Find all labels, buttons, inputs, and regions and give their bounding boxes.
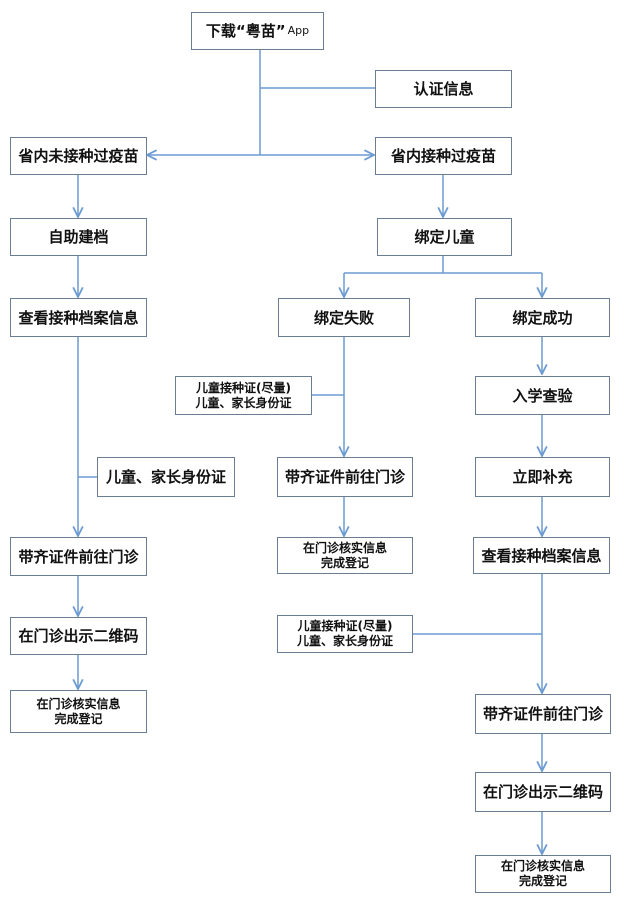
node-line1: 在门诊核实信息 <box>500 859 585 873</box>
node-line1: 儿童接种证(尽量) <box>297 619 393 633</box>
node-view-records-right: 查看接种档案信息 <box>473 537 610 574</box>
node-docs-right: 儿童接种证(尽量) 儿童、家长身份证 <box>277 615 413 653</box>
node-line2: 完成登记 <box>518 874 567 888</box>
node-line2: 完成登记 <box>54 711 103 726</box>
node-view-records-left: 查看接种档案信息 <box>10 298 147 337</box>
node-line2: 完成登记 <box>320 555 369 570</box>
node-line1: 儿童接种证(尽量) <box>196 380 291 395</box>
node-bind-success: 绑定成功 <box>475 298 610 337</box>
node-go-clinic-left: 带齐证件前往门诊 <box>10 537 147 576</box>
node-verify-left: 在门诊核实信息 完成登记 <box>10 690 147 733</box>
node-qr-right: 在门诊出示二维码 <box>475 772 611 812</box>
node-school-check: 入学查验 <box>475 376 610 415</box>
node-go-clinic-right: 带齐证件前往门诊 <box>475 694 611 734</box>
node-self-register: 自助建档 <box>10 218 147 256</box>
node-auth-info: 认证信息 <box>375 70 512 108</box>
node-line1: 在门诊核实信息 <box>302 540 387 555</box>
node-bind-failed: 绑定失败 <box>278 298 410 337</box>
node-label: 下载“粤苗” <box>205 22 286 40</box>
node-verify-mid: 在门诊核实信息 完成登记 <box>277 537 413 574</box>
node-bind-child: 绑定儿童 <box>377 218 512 256</box>
node-go-clinic-mid: 带齐证件前往门诊 <box>277 457 413 497</box>
node-qr-left: 在门诊出示二维码 <box>10 617 147 655</box>
node-download-app: 下载“粤苗”App <box>191 12 324 50</box>
node-docs-mid: 儿童接种证(尽量) 儿童、家长身份证 <box>175 376 312 415</box>
node-verify-right: 在门诊核实信息 完成登记 <box>475 855 611 893</box>
node-line2: 儿童、家长身份证 <box>195 395 292 410</box>
node-line2: 儿童、家长身份证 <box>296 634 393 648</box>
node-label-suffix: App <box>287 24 310 37</box>
node-not-vaccinated: 省内未接种过疫苗 <box>10 137 147 175</box>
node-line1: 在门诊核实信息 <box>36 696 121 711</box>
line-bind-split <box>344 256 542 274</box>
node-id-cards-left: 儿童、家长身份证 <box>97 457 235 497</box>
node-vaccinated: 省内接种过疫苗 <box>375 137 512 175</box>
node-supplement: 立即补充 <box>475 457 610 497</box>
